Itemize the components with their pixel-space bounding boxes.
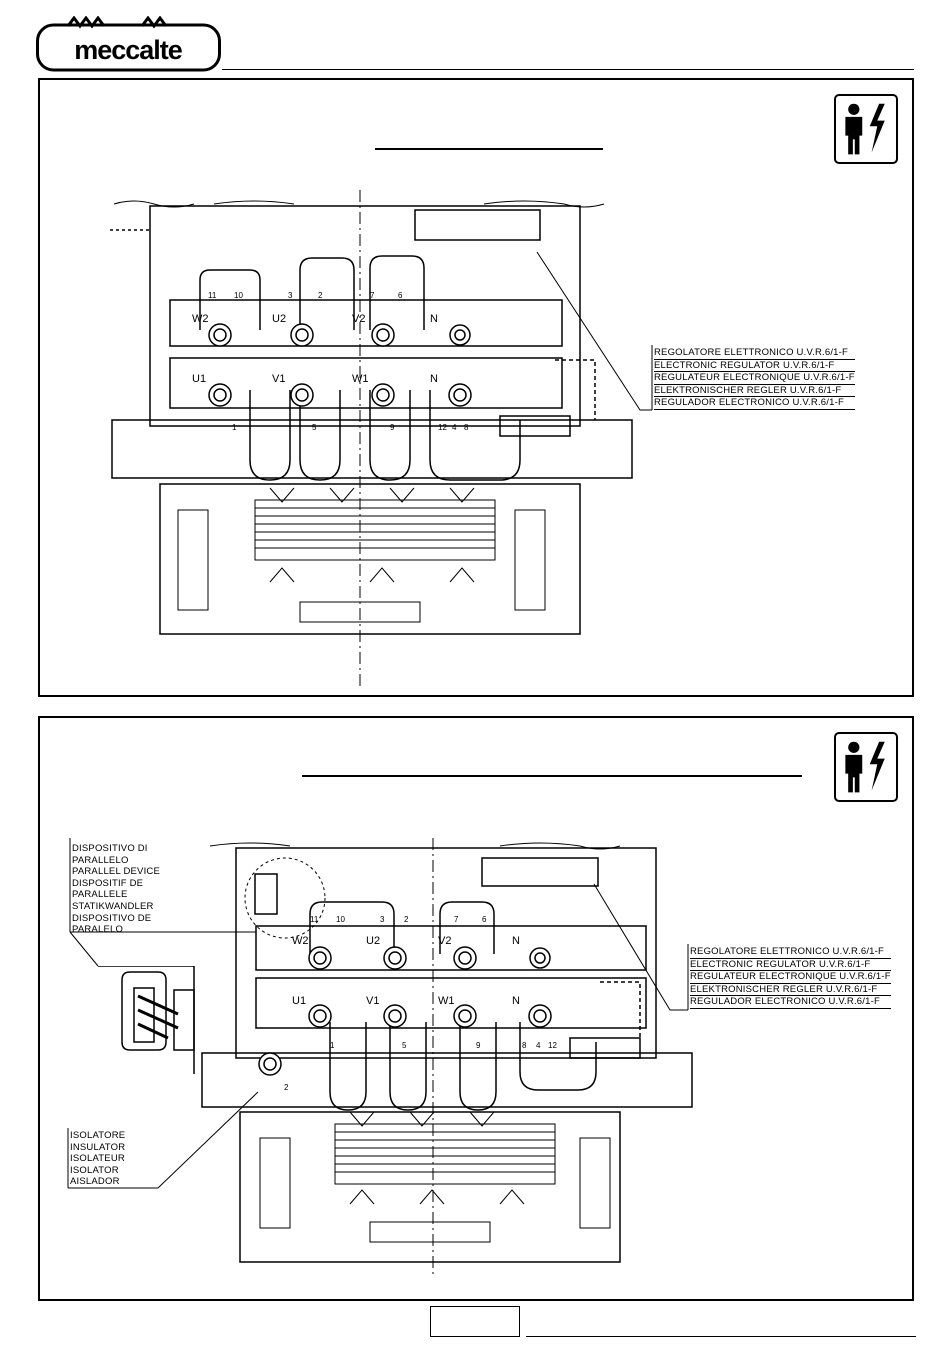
wire-number: 5: [312, 423, 317, 432]
insulator-label-line: ISOLATOR: [70, 1164, 119, 1176]
wire-number: 11: [310, 915, 319, 924]
wire-number: 9: [476, 1041, 481, 1050]
wire-number: 9: [390, 423, 395, 432]
wire-number: 10: [336, 915, 345, 924]
parallel-device-label: DISPOSITIVO DI PARALLELO PARALLEL DEVICE…: [72, 843, 160, 936]
page-number-box: [430, 1306, 520, 1337]
insulator-label-line: ISOLATEUR: [70, 1153, 125, 1165]
wire-number: 12: [438, 423, 447, 432]
diagram-panel-top: W2 U2 V2 N U1 V1 W1 N 11 10 3 2 7 6 1 5 …: [38, 78, 914, 697]
wire-number: 1: [232, 423, 237, 432]
regulator-label-line: ELEKTRONISCHER REGLER U.V.R.6/1-F: [690, 984, 891, 997]
wire-number: 3: [380, 915, 385, 924]
inset-detail-view: [98, 966, 195, 1074]
terminal-u1: U1: [292, 995, 306, 1007]
insulator-label-line: ISOLATORE: [70, 1130, 126, 1141]
wire-number: 5: [402, 1041, 407, 1050]
terminal-v2: V2: [438, 935, 451, 947]
parallel-device-label-line: DISPOSITIVO DE: [72, 912, 152, 924]
regulator-label-line: REGOLATORE ELETTRONICO U.V.R.6/1-F: [690, 946, 891, 959]
footer-rule: [526, 1336, 916, 1337]
terminal-u2: U2: [366, 935, 380, 947]
insulator-label-line: AISLADOR: [70, 1176, 120, 1188]
wire-number: 6: [482, 915, 487, 924]
alternator-terminal-diagram-parallel: W2 U2 V2 N U1 V1 W1 N 11 10 3 2 7 6 1 5 …: [201, 838, 693, 1278]
terminal-w2: W2: [192, 313, 209, 325]
wire-number: 7: [454, 915, 459, 924]
regulator-label: REGOLATORE ELETTRONICO U.V.R.6/1-F ELECT…: [690, 946, 891, 1009]
alternator-terminal-diagram: W2 U2 V2 N U1 V1 W1 N 11 10 3 2 7 6 1 5 …: [110, 190, 633, 690]
regulator-label-line: REGULADOR ELECTRONICO U.V.R.6/1-F: [690, 996, 891, 1009]
terminal-n-top: N: [430, 313, 438, 325]
terminal-u2: U2: [272, 313, 286, 325]
section-title-underline: [375, 148, 603, 150]
regulator-label-line: ELECTRONIC REGULATOR U.V.R.6/1-F: [654, 360, 855, 373]
wire-number: 11: [208, 291, 217, 300]
terminal-n-top: N: [512, 935, 520, 947]
insulator-label-line: INSULATOR: [70, 1141, 126, 1153]
regulator-label-line: REGULATEUR ELECTRONIQUE U.V.R.6/1-F: [690, 971, 891, 984]
parallel-device-label-line: DISPOSITIVO DI: [72, 843, 148, 854]
wire-number: 4: [452, 423, 457, 432]
regulator-label: REGOLATORE ELETTRONICO U.V.R.6/1-F ELECT…: [654, 347, 855, 410]
regulator-label-line: REGULATEUR ELECTRONIQUE U.V.R.6/1-F: [654, 372, 855, 385]
wire-number: 2: [404, 915, 409, 924]
terminal-v1: V1: [366, 995, 379, 1007]
electrical-hazard-icon: [834, 94, 898, 164]
wire-number: 8: [464, 423, 469, 432]
regulator-label-line: ELECTRONIC REGULATOR U.V.R.6/1-F: [690, 959, 891, 972]
parallel-device-label-line: PARALLELE: [72, 889, 128, 901]
electrical-hazard-icon: [834, 732, 898, 802]
wire-number: 8: [522, 1041, 527, 1050]
meccalte-logo: meccalte: [36, 16, 221, 72]
wire-number: 3: [288, 291, 293, 300]
terminal-n-bottom: N: [430, 373, 438, 385]
wire-number: 2: [284, 1083, 289, 1092]
terminal-v2: V2: [352, 313, 365, 325]
terminal-w1: W1: [352, 373, 369, 385]
regulator-label-line: REGOLATORE ELETTRONICO U.V.R.6/1-F: [654, 347, 855, 360]
parallel-device-label-line: DISPOSITIF DE: [72, 877, 144, 889]
wire-number: 7: [370, 291, 375, 300]
insulator-label: ISOLATORE INSULATOR ISOLATEUR ISOLATOR A…: [70, 1130, 125, 1188]
terminal-u1: U1: [192, 373, 206, 385]
regulator-label-line: REGULADOR ELECTRONICO U.V.R.6/1-F: [654, 397, 855, 410]
logo-text: meccalte: [74, 35, 183, 65]
parallel-device-label-line: PARALLELO: [72, 854, 129, 866]
terminal-n-bottom: N: [512, 995, 520, 1007]
regulator-leader-line: [536, 251, 653, 411]
regulator-label-line: ELEKTRONISCHER REGLER U.V.R.6/1-F: [654, 385, 855, 398]
terminal-v1: V1: [272, 373, 285, 385]
wire-number: 4: [536, 1041, 541, 1050]
terminal-w2: W2: [292, 935, 309, 947]
parallel-device-label-line: PARALELO: [72, 924, 124, 936]
diagram-panel-bottom: W2 U2 V2 N U1 V1 W1 N 11 10 3 2 7 6 1 5 …: [38, 716, 914, 1301]
parallel-device-label-line: STATIKWANDLER: [72, 900, 154, 912]
wire-number: 12: [548, 1041, 557, 1050]
terminal-w1: W1: [438, 995, 455, 1007]
section-title-underline: [302, 775, 802, 777]
wire-number: 10: [234, 291, 243, 300]
header-rule: [222, 69, 914, 70]
parallel-device-label-line: PARALLEL DEVICE: [72, 866, 161, 878]
wire-number: 6: [398, 291, 403, 300]
wire-number: 2: [318, 291, 323, 300]
label-leader-lines: [67, 838, 689, 1189]
wire-number: 1: [330, 1041, 335, 1050]
